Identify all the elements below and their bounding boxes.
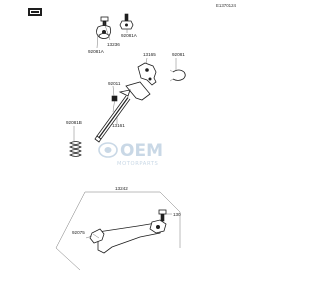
shift-arm-13165 [137,62,157,86]
return-spring-92011 [111,95,118,113]
shift-shaft-13161 [94,81,151,143]
shift-pedal-13242 [97,219,167,254]
label-92081: 92081 [172,52,185,57]
manufacturer-logo [28,8,42,16]
nut-92081a-right [119,13,134,30]
label-130: 130 [173,212,181,217]
exploded-parts-diagram: E1370124 OEM MOTORPARTS 13236 92081A 920… [28,3,237,271]
washer-13236 [98,33,110,39]
oem-watermark: OEM MOTORPARTS [98,141,163,167]
watermark-subtitle: MOTORPARTS [117,161,158,167]
label-92081a-right: 92081A [121,33,138,38]
watermark-logo-icon [98,142,118,158]
label-92081a-top: 92081A [88,49,105,54]
label-13161: 13161 [112,123,125,128]
watermark-title: OEM [120,141,163,161]
label-92081b: 92081B [66,120,82,125]
bracket-lines-13242 [55,191,181,271]
spring-92081b [69,141,82,157]
label-92011: 92011 [108,81,121,86]
label-13236: 13236 [107,42,120,47]
leader-13236 [103,21,111,41]
label-13165: 13165 [143,52,156,57]
label-92075: 92075 [72,230,85,235]
leader-92011 [112,85,115,97]
reference-code: E1370124 [216,3,237,8]
leader-13165 [145,57,148,65]
label-13242: 13242 [115,186,128,191]
pedal-rubber-92075 [89,228,105,244]
retaining-clip-92001 [169,69,186,82]
pedal-bolt-130 [158,209,167,222]
leader-92081a-top [96,33,99,49]
leader-92075 [85,235,93,239]
